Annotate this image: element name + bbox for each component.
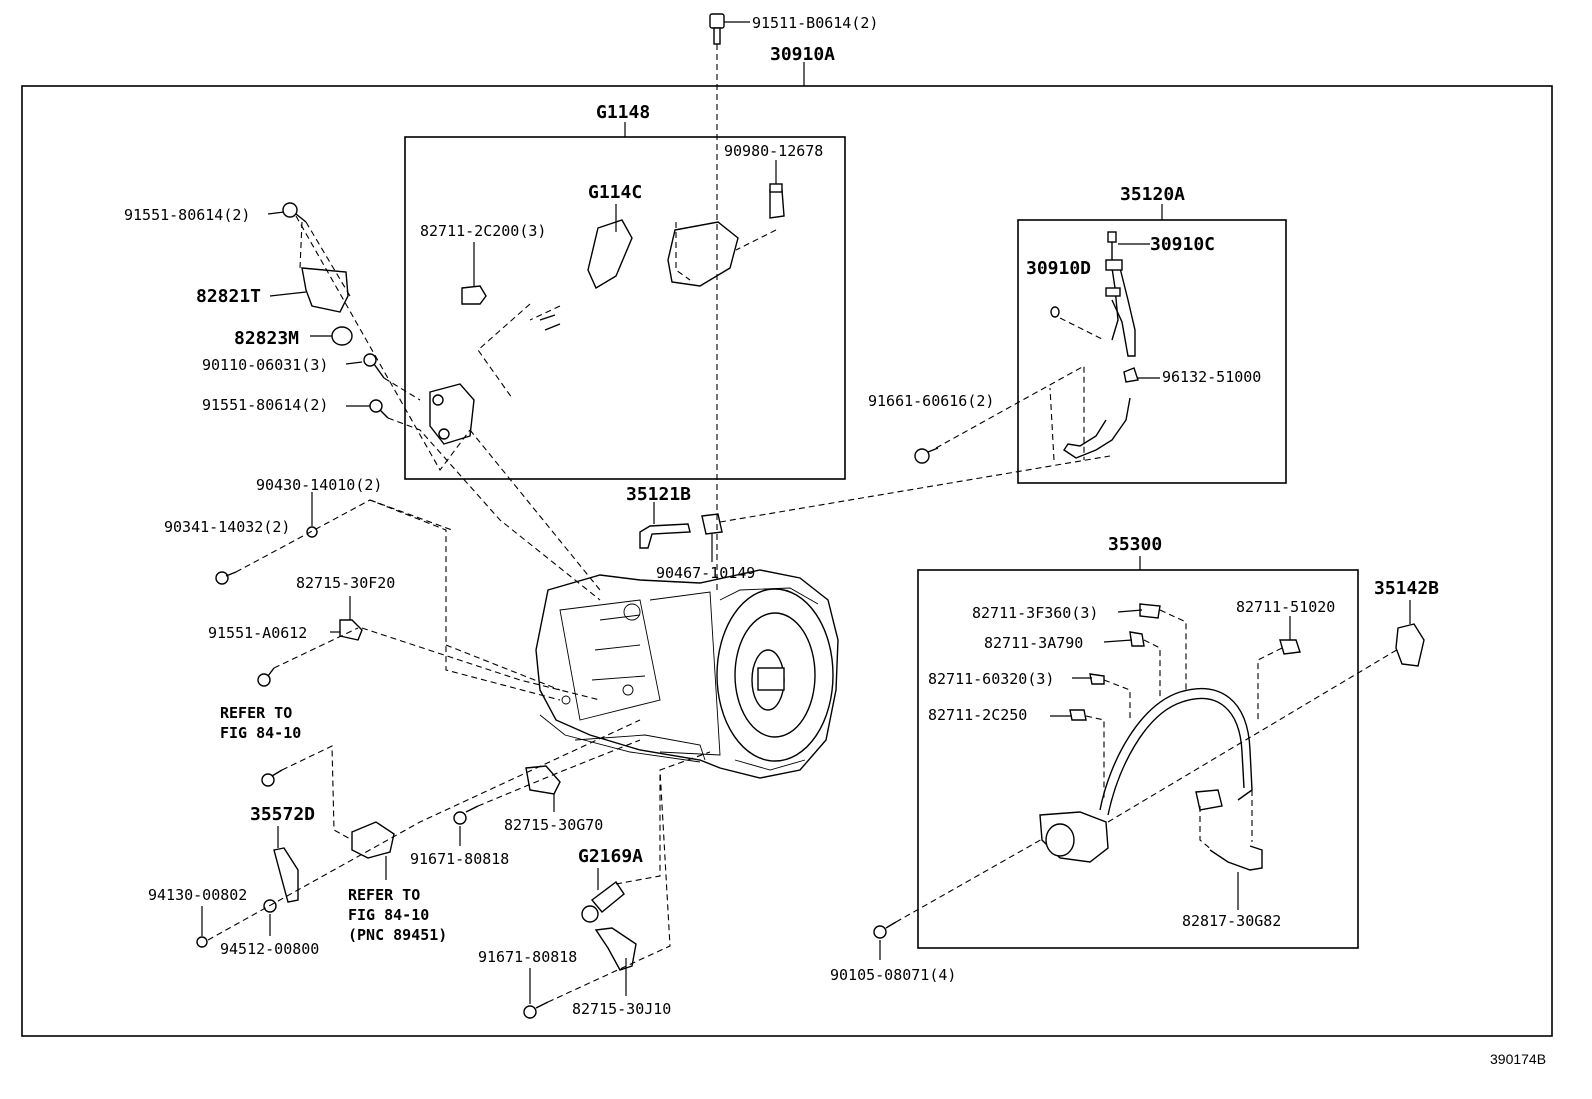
- label-refer-to-2-line1: REFER TO: [348, 886, 420, 904]
- label-82715-30F20: 82715-30F20: [296, 574, 395, 592]
- label-91671-80818-b: 91671-80818: [478, 948, 577, 966]
- dashed-reference-lines: [207, 44, 1401, 1003]
- label-82715-30J10: 82715-30J10: [572, 1000, 671, 1018]
- label-G1148: G1148: [596, 102, 650, 123]
- part-labels: 91511-B0614(2) 30910A G1148 90980-12678 …: [124, 14, 1546, 1067]
- label-82711-51020: 82711-51020: [1236, 598, 1335, 616]
- label-91551-A0612: 91551-A0612: [208, 624, 307, 642]
- label-91661-60616: 91661-60616(2): [868, 392, 994, 410]
- label-82711-60320: 82711-60320(3): [928, 670, 1054, 688]
- label-35142B: 35142B: [1374, 578, 1439, 599]
- label-35300: 35300: [1108, 534, 1162, 555]
- label-94512-00800: 94512-00800: [220, 940, 319, 958]
- label-90110-06031: 90110-06031(3): [202, 356, 328, 374]
- label-35121B: 35121B: [626, 484, 691, 505]
- label-35120A: 35120A: [1120, 184, 1185, 205]
- label-90341-14032: 90341-14032(2): [164, 518, 290, 536]
- label-30910C: 30910C: [1150, 234, 1215, 255]
- label-refer-to-1-line1: REFER TO: [220, 704, 292, 722]
- label-91511-B0614: 91511-B0614(2): [752, 14, 878, 32]
- label-82823M: 82823M: [234, 328, 299, 349]
- transmission-illustration: [535, 569, 839, 779]
- label-82817-30G82: 82817-30G82: [1182, 912, 1281, 930]
- label-82711-3F360: 82711-3F360(3): [972, 604, 1098, 622]
- label-91671-80818-a: 91671-80818: [410, 850, 509, 868]
- shift-actuator-subassembly-frame: [917, 569, 1359, 949]
- label-90980-12678: 90980-12678: [724, 142, 823, 160]
- label-G2169A: G2169A: [578, 846, 643, 867]
- label-35572D: 35572D: [250, 804, 315, 825]
- label-90467-10149: 90467-10149: [656, 564, 755, 582]
- label-G114C: G114C: [588, 182, 642, 203]
- label-91551-80614-top: 91551-80614(2): [124, 206, 250, 224]
- label-91551-80614-mid: 91551-80614(2): [202, 396, 328, 414]
- label-refer-to-2-line2: FIG 84-10: [348, 906, 429, 924]
- small-parts: [196, 13, 1425, 1019]
- label-82711-2C200: 82711-2C200(3): [420, 222, 546, 240]
- oil-filler-illustration: [1050, 231, 1139, 459]
- label-96132-51000: 96132-51000: [1162, 368, 1261, 386]
- label-82711-3A790: 82711-3A790: [984, 634, 1083, 652]
- label-82821T: 82821T: [196, 286, 261, 307]
- label-82711-2C250: 82711-2C250: [928, 706, 1027, 724]
- oil-filler-subassembly-frame: [1017, 219, 1287, 484]
- main-assembly-frame: [21, 85, 1553, 1037]
- leader-lines: [201, 21, 1411, 1004]
- label-82715-30G70: 82715-30G70: [504, 816, 603, 834]
- shift-actuator-illustration: [1039, 603, 1301, 871]
- wiring-harness-illustration: [429, 183, 785, 445]
- label-30910A: 30910A: [770, 44, 835, 65]
- label-refer-to-1-line2: FIG 84-10: [220, 724, 301, 742]
- label-refer-to-2-line3: (PNC 89451): [348, 926, 447, 944]
- label-30910D: 30910D: [1026, 258, 1091, 279]
- illustration-number: 390174B: [1490, 1051, 1546, 1067]
- label-94130-00802: 94130-00802: [148, 886, 247, 904]
- label-90430-14010: 90430-14010(2): [256, 476, 382, 494]
- label-90105-08071: 90105-08071(4): [830, 966, 956, 984]
